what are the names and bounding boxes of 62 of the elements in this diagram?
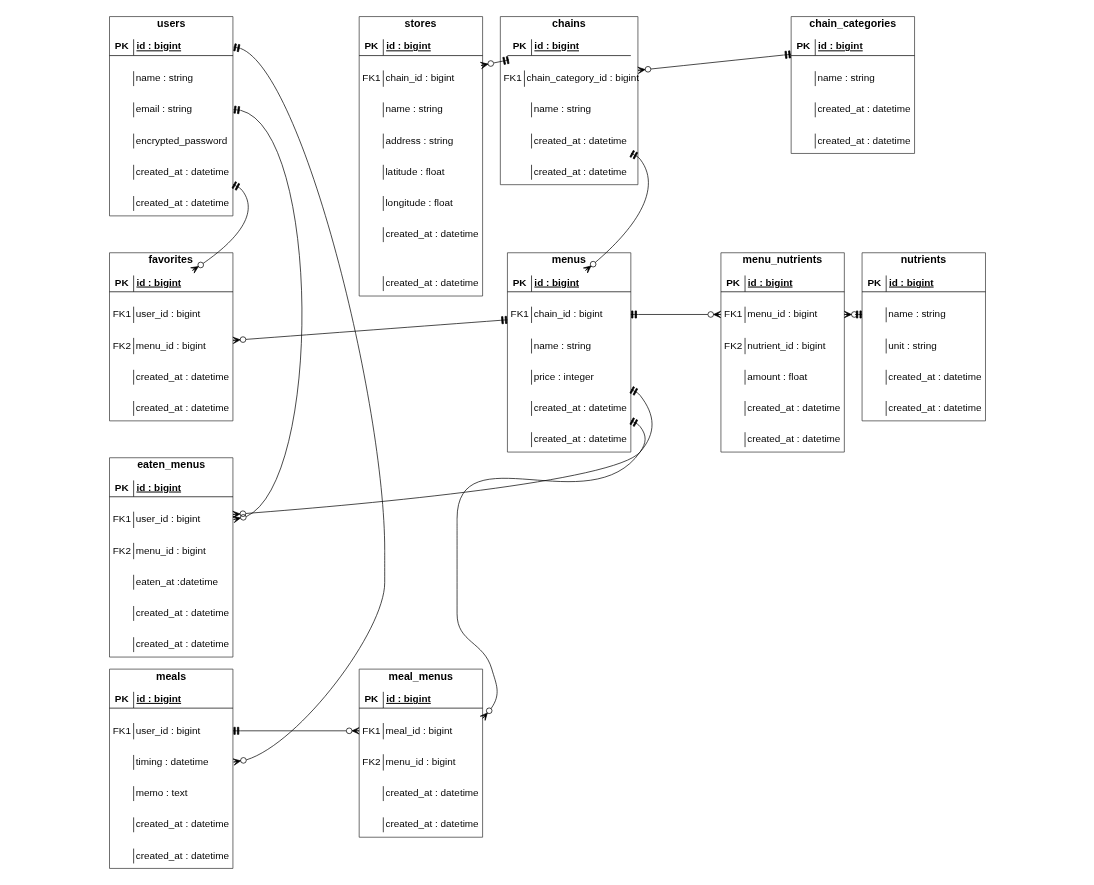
node-text: FK2 menu_id : bigint <box>112 339 206 351</box>
node-text: eaten_at :datetime <box>135 575 218 587</box>
node-text: created_at : datetime <box>135 197 229 209</box>
node-text: created_at : datetime <box>816 103 911 115</box>
node-text: price : integer <box>533 370 594 382</box>
node-text: unit : string <box>887 339 937 351</box>
node-text: timing : datetime <box>135 756 209 768</box>
node-text: name : string <box>533 339 591 351</box>
node-text: PK id : bigint <box>364 692 431 704</box>
node-text: PK id : bigint <box>795 40 863 52</box>
node-text: created_at : datetime <box>384 277 479 289</box>
node-text: created_at : datetime <box>384 787 479 799</box>
node-text: created_at : datetime <box>533 165 627 177</box>
node-text: name : string <box>887 308 946 320</box>
node-text: FK2 menu_id : bigint <box>112 544 206 556</box>
node-text: amount : float <box>746 370 807 382</box>
node-text: PK id : bigint <box>866 276 934 288</box>
node-text: address : string <box>384 134 453 146</box>
node-text: FK1 chain_id : bigint <box>361 72 454 84</box>
node-text: created_at : datetime <box>135 370 229 382</box>
node-text: name : string <box>135 72 193 84</box>
node-text: created_at : datetime <box>135 818 229 830</box>
node-text: FK1 chain_category_id : bigint <box>503 72 639 84</box>
node-text: PK id : bigint <box>364 40 431 52</box>
node-text: PK id : bigint <box>725 276 793 288</box>
node-text: created_at : datetime <box>384 818 479 830</box>
node-text: name : string <box>533 103 591 115</box>
node-text: latitude : float <box>384 165 444 177</box>
node-text: longitude : float <box>384 197 453 209</box>
node-text: created_at : datetime <box>533 433 627 445</box>
node-text: created_at : datetime <box>135 638 229 650</box>
node-text: created_at : datetime <box>533 134 627 146</box>
node-text: created_at : datetime <box>746 402 840 414</box>
node-text: created_at : datetime <box>887 370 982 382</box>
node-text: name : string <box>384 103 443 115</box>
node-text: created_at : datetime <box>816 134 911 146</box>
node-text: memo : text <box>135 787 188 799</box>
node-text: created_at : datetime <box>746 433 840 445</box>
node-text: PK id : bigint <box>114 692 181 704</box>
node-text: FK2 nutrient_id : bigint <box>723 339 825 351</box>
node-text: FK1 user_id : bigint <box>112 308 200 320</box>
node-text: created_at : datetime <box>135 402 229 414</box>
node-text: name : string <box>816 72 875 84</box>
node-text: PK id : bigint <box>114 276 181 288</box>
node-text: FK1 user_id : bigint <box>112 513 200 525</box>
node-text: PK id : bigint <box>114 481 181 493</box>
node-text: created_at : datetime <box>135 849 229 861</box>
node-text: created_at : datetime <box>135 165 229 177</box>
node-text: PK id : bigint <box>512 40 579 52</box>
node-text: created_at : datetime <box>384 228 479 240</box>
node-text: FK1 meal_id : bigint <box>361 724 452 736</box>
node-text: created_at : datetime <box>533 402 627 414</box>
node-text: encrypted_password <box>135 134 227 146</box>
node-text: PK id : bigint <box>512 276 579 288</box>
node-text: created_at : datetime <box>135 607 229 619</box>
node-text: created_at : datetime <box>887 402 982 414</box>
node-text: FK1 menu_id : bigint <box>723 308 817 320</box>
node-text: email : string <box>135 103 192 115</box>
node-text: FK1 user_id : bigint <box>112 724 200 736</box>
node-text: FK2 menu_id : bigint <box>361 756 455 768</box>
node-text: FK1 chain_id : bigint <box>510 308 603 320</box>
node-text: PK id : bigint <box>114 40 181 52</box>
